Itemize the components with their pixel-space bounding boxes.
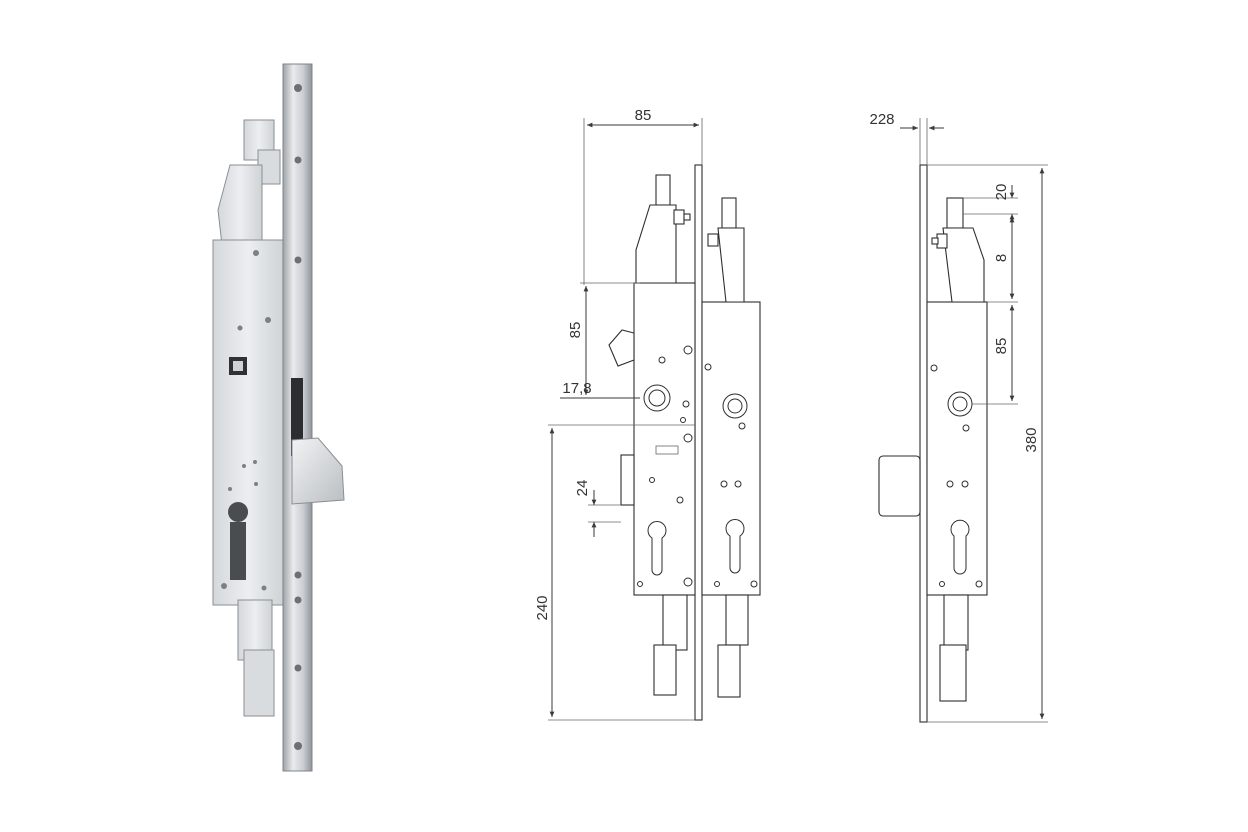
dim-total-380: 380 <box>1023 427 1040 452</box>
dim-upper-spacing: 85 <box>567 322 584 339</box>
dim-hook-offset: 24 <box>574 480 591 497</box>
latch-bolt-photo <box>291 437 345 505</box>
dim-faceplate: 228 <box>869 111 894 128</box>
front-view-drawing: 85 85 17,8 240 24 <box>534 107 761 721</box>
dim-backset: 85 <box>635 107 652 124</box>
dim-top-8: 8 <box>993 254 1010 262</box>
dim-center-85: 85 <box>993 338 1010 355</box>
dim-spindle: 17,8 <box>562 380 591 397</box>
side-view-drawing: 228 20 8 85 380 <box>869 111 1048 723</box>
faceplate-screws <box>294 84 302 750</box>
dim-top-20: 20 <box>993 184 1010 201</box>
dim-lower-spacing: 240 <box>534 595 551 620</box>
lock-photo <box>212 63 345 772</box>
cylinder-cutout-photo <box>228 502 249 580</box>
